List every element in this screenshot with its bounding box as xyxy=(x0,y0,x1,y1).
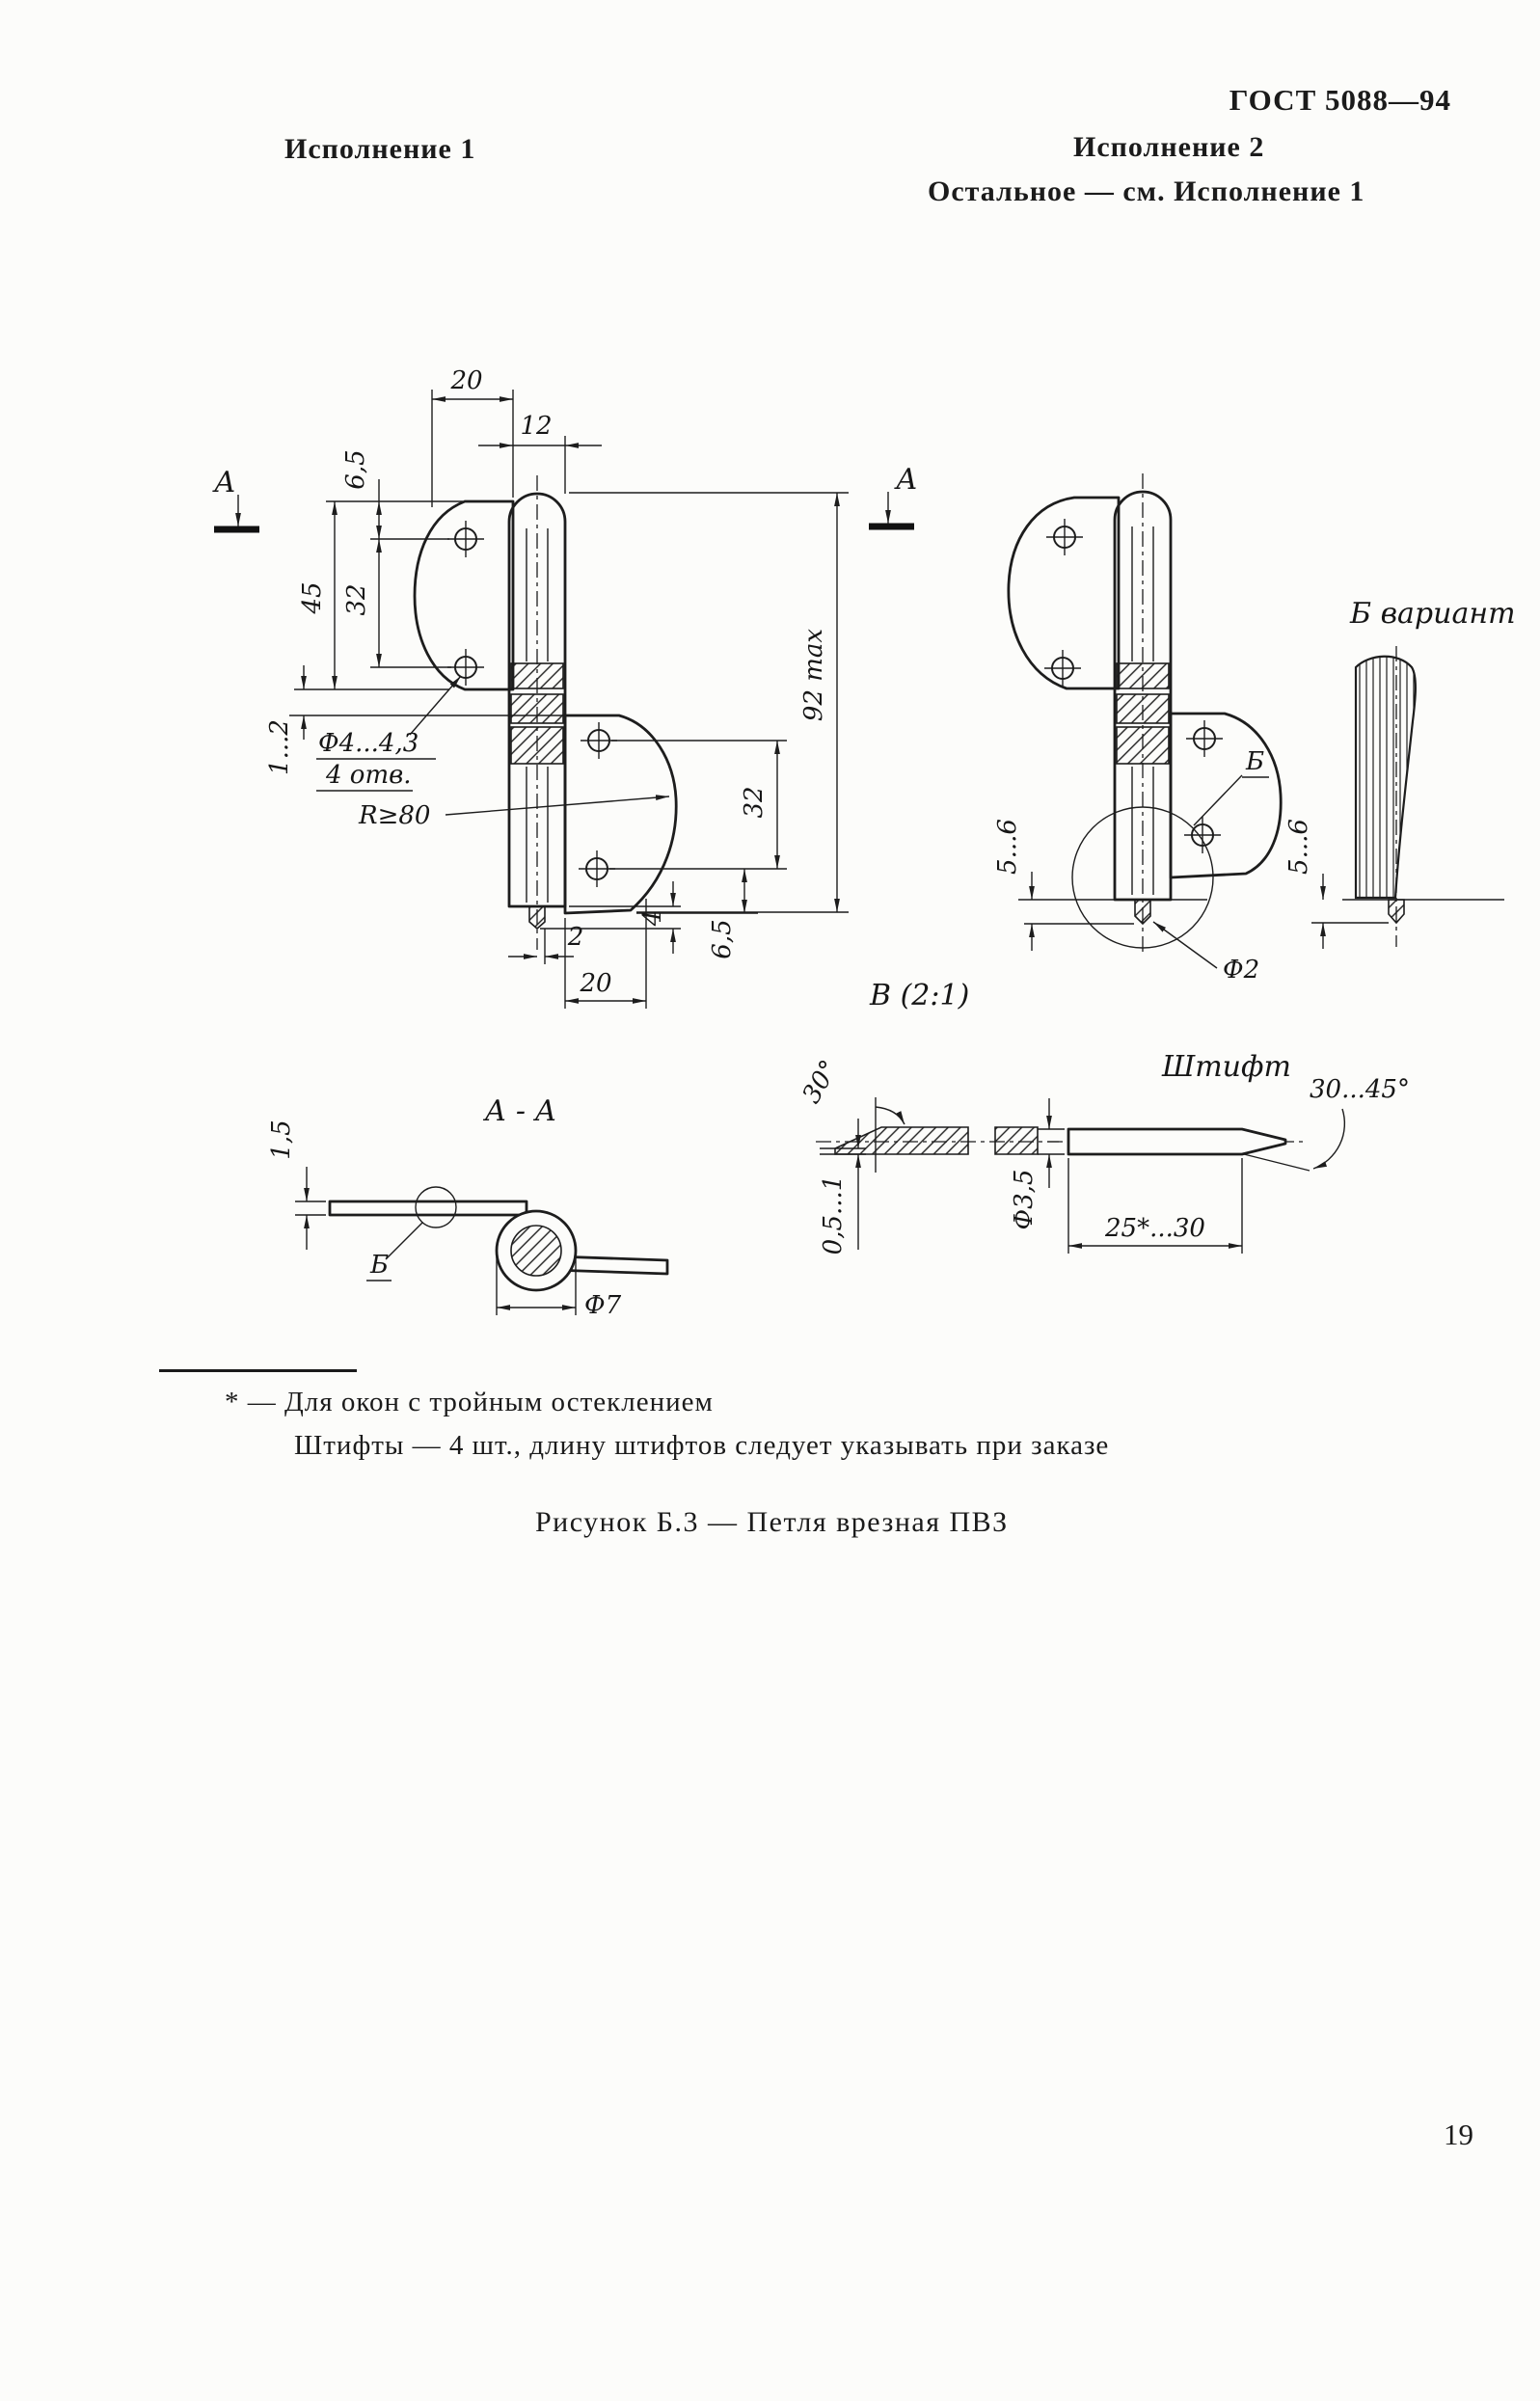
execution-2-note: Остальное — см. Исполнение 1 xyxy=(928,175,1365,207)
dim-knuckle-width: 12 xyxy=(520,412,552,441)
dim-leaf-gap: 1...2 xyxy=(265,719,294,775)
detail-label-b: Б xyxy=(369,1251,389,1280)
dim-tip-angle: 30...45° xyxy=(1310,1075,1410,1104)
dim-angle-30: 30° xyxy=(797,1056,845,1109)
variant-title: Б вариант xyxy=(1349,597,1516,631)
dim-protrusion: 5...6 xyxy=(993,819,1022,875)
pin-cross-section xyxy=(510,1225,562,1277)
hinge-barrel xyxy=(1113,490,1173,902)
section-a-a-title: А - А xyxy=(483,1094,557,1128)
detail-v-title: В (2:1) xyxy=(869,979,969,1012)
figure-caption: Рисунок Б.3 — Петля врезная ПВЗ xyxy=(535,1506,1009,1538)
view-pin: Штифт Ф3,5 25*...30 30...45° xyxy=(1010,1050,1410,1254)
pin-body xyxy=(1067,1127,1287,1156)
callout-hole-count: 4 отв. xyxy=(325,761,412,790)
standard-number: ГОСТ 5088—94 xyxy=(1229,83,1451,117)
dim-knuckle-dia: Ф7 xyxy=(584,1291,622,1320)
variant-leaf-section xyxy=(1354,655,1417,900)
bottom-leaf-plate xyxy=(1169,712,1283,879)
dim-width-top: 20 xyxy=(449,366,482,395)
footnote-line-2: Штифты — 4 шт., длину штифтов следует ук… xyxy=(294,1430,1110,1461)
pin-title: Штифт xyxy=(1161,1050,1291,1084)
dim-pin-dia: Ф3,5 xyxy=(1010,1170,1039,1230)
dim-pin-protrusion: 4 xyxy=(638,910,667,928)
page-number: 19 xyxy=(1444,2118,1473,2151)
leaf-section-bar xyxy=(328,1200,528,1217)
top-leaf-plate xyxy=(413,499,515,691)
bottom-leaf-plate xyxy=(563,714,678,915)
view-execution-1: А А xyxy=(212,366,918,1009)
dim-hole-pitch-top: 32 xyxy=(342,583,371,615)
mating-section xyxy=(994,1126,1039,1155)
hinge-barrel xyxy=(507,492,567,908)
view-section-a-a: А - А Б 1,5 Ф7 xyxy=(267,1094,669,1320)
section-label-a-left: А xyxy=(212,466,236,499)
variant-dim-protrusion: 5...6 xyxy=(1284,819,1313,875)
dim-offset: 2 xyxy=(567,923,584,952)
section-label-a-right: А xyxy=(894,463,918,497)
execution-1-title: Исполнение 1 xyxy=(284,133,476,165)
dim-plate-length: 45 xyxy=(298,581,327,614)
view-execution-2: 5...6 Б Ф2 Б вариант 5...6 xyxy=(993,473,1516,985)
dim-hole-pitch-bottom: 32 xyxy=(740,786,769,818)
dim-hole-edge-bottom: 6,5 xyxy=(708,919,737,958)
top-leaf-plate xyxy=(1007,496,1121,690)
dim-width-bottom: 20 xyxy=(579,969,611,998)
detail-circle-b xyxy=(1071,806,1214,949)
wedge-section xyxy=(834,1126,969,1155)
callout-radius: R≥80 xyxy=(358,801,430,830)
dim-hole-edge-top: 6,5 xyxy=(341,449,370,489)
footnote-line-1: * — Для окон с тройным остеклением xyxy=(225,1387,714,1417)
view-detail-v: В (2:1) 30° 0,5...1 xyxy=(797,979,1059,1254)
dim-total-height: 92 max xyxy=(799,629,828,722)
detail-label-b: Б xyxy=(1245,747,1264,776)
dim-thickness: 1,5 xyxy=(267,1120,296,1159)
dim-edge-thickness: 0,5...1 xyxy=(819,1175,848,1255)
dim-pin-dia: Ф2 xyxy=(1223,956,1259,985)
callout-hole-dia: Ф4...4,3 xyxy=(318,729,419,758)
footnote-rule xyxy=(159,1369,357,1372)
dim-pin-length: 25*...30 xyxy=(1104,1214,1205,1243)
detail-circle-b xyxy=(415,1186,457,1228)
execution-2-title: Исполнение 2 xyxy=(1073,131,1265,163)
